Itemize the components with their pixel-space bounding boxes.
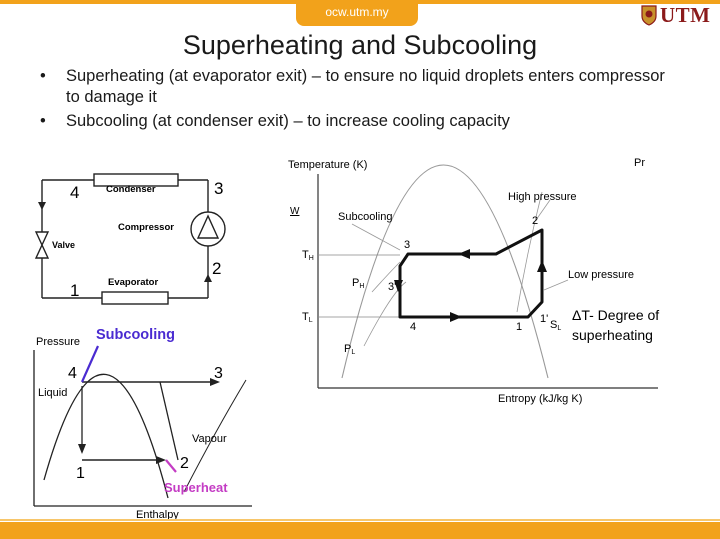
cycle-state-3: 3 — [214, 179, 223, 198]
ph-state-4: 4 — [68, 365, 77, 382]
ts-arrow-right-icon — [450, 312, 462, 322]
ts-ph-line — [371, 261, 401, 293]
ts-state-3p: 3' — [388, 281, 396, 293]
ph-xlabel: Enthalpy — [136, 509, 179, 521]
ts-arrow-up-icon — [537, 260, 547, 272]
ts-clipped-label: Pr — [634, 157, 645, 169]
ts-state-1p: 1' — [540, 313, 548, 325]
ts-ph-label: PH — [352, 277, 364, 290]
ts-subcooling-label: Subcooling — [338, 211, 392, 223]
ts-th-label: TH — [302, 249, 314, 262]
temperature-entropy-diagram: Temperature (K) Pr W Subcooling High pre… — [288, 157, 659, 405]
condenser-label: Condenser — [106, 184, 156, 195]
site-url[interactable]: ocw.utm.my — [325, 5, 389, 19]
bottom-accent-bar — [0, 522, 720, 539]
ph-arrow-right-icon — [210, 378, 220, 386]
evaporator-label: Evaporator — [108, 277, 158, 288]
ts-state-2: 2 — [532, 215, 538, 227]
slide-title: Superheating and Subcooling — [182, 30, 538, 60]
subcooling-marker — [80, 345, 100, 383]
bullet-subcooling: Subcooling (at condenser exit) – to incr… — [40, 111, 680, 132]
arrow-down-icon — [38, 202, 46, 210]
ph-compression-line — [159, 381, 179, 461]
ph-arrow-down-icon — [78, 444, 86, 454]
site-tab[interactable]: ocw.utm.my — [296, 0, 418, 26]
bottom-accent-line — [0, 519, 720, 521]
ts-sl-line — [516, 191, 543, 313]
ph-ylabel: Pressure — [36, 336, 80, 348]
saturation-dome — [43, 373, 169, 499]
ts-state-1: 1 — [516, 321, 522, 333]
bullet-list: Superheating (at evaporator exit) – to e… — [40, 66, 680, 135]
cycle-state-4: 4 — [70, 183, 79, 202]
bullet-superheating: Superheating (at evaporator exit) – to e… — [40, 66, 680, 108]
evaporator-box — [101, 291, 169, 305]
ph-vapour-label: Vapour — [192, 433, 227, 445]
ts-pl-line — [363, 281, 407, 347]
ts-arrow-down-icon — [394, 280, 403, 292]
utm-crest-icon — [641, 5, 657, 26]
utm-logo-text: UTM — [660, 3, 711, 27]
ts-subcooling-pointer — [351, 223, 401, 251]
ph-state-1: 1 — [76, 465, 85, 482]
ts-ylabel: Temperature (K) — [288, 159, 367, 171]
valve-label: Valve — [52, 240, 75, 250]
ph-arrow-right-low-icon — [156, 456, 166, 464]
ts-high-pressure-pointer — [535, 199, 551, 221]
ts-xlabel: Entropy (kJ/kg K) — [498, 393, 582, 405]
ph-state-3: 3 — [214, 365, 223, 382]
ts-saturation-dome — [341, 164, 549, 379]
ts-arrow-left-icon — [458, 249, 470, 259]
ts-low-pressure-label: Low pressure — [568, 269, 634, 281]
refrigeration-cycle-diagram: Condenser Compressor Valve Evaporator 4 … — [34, 173, 226, 305]
ts-sl-label: SL — [550, 319, 561, 332]
compressor-circle — [190, 211, 226, 247]
isentrope-line — [183, 379, 247, 493]
utm-logo: UTM — [636, 2, 720, 28]
ph-subcooling-label: Subcooling — [96, 327, 175, 343]
superheat-marker — [165, 459, 177, 473]
compressor-label: Compressor — [118, 222, 174, 233]
ph-liquid-label: Liquid — [38, 387, 67, 399]
cycle-state-1: 1 — [70, 281, 79, 300]
ts-high-pressure-label: High pressure — [508, 191, 576, 203]
ts-state-4: 4 — [410, 321, 416, 333]
ts-state-3: 3 — [404, 239, 410, 251]
compressor-triangle — [196, 214, 220, 239]
valve-icon — [34, 231, 50, 259]
ts-pl-label: PL — [344, 343, 355, 356]
ts-delta-t-line2: superheating — [572, 327, 653, 343]
ts-w-label: W — [290, 206, 300, 217]
ts-low-pressure-pointer — [543, 279, 569, 291]
arrow-up-icon — [204, 274, 212, 282]
cycle-state-2: 2 — [212, 259, 221, 278]
pressure-enthalpy-diagram: Pressure Subcooling 4 3 Liquid Vapour 1 … — [33, 327, 252, 521]
ts-cycle-path — [398, 228, 544, 319]
ph-superheat-label: Superheat — [164, 480, 228, 495]
condenser-box — [93, 173, 179, 187]
ts-tl-label: TL — [302, 311, 313, 324]
ph-state-2: 2 — [180, 455, 189, 472]
ts-delta-t-line1: ΔT- Degree of — [572, 307, 659, 323]
